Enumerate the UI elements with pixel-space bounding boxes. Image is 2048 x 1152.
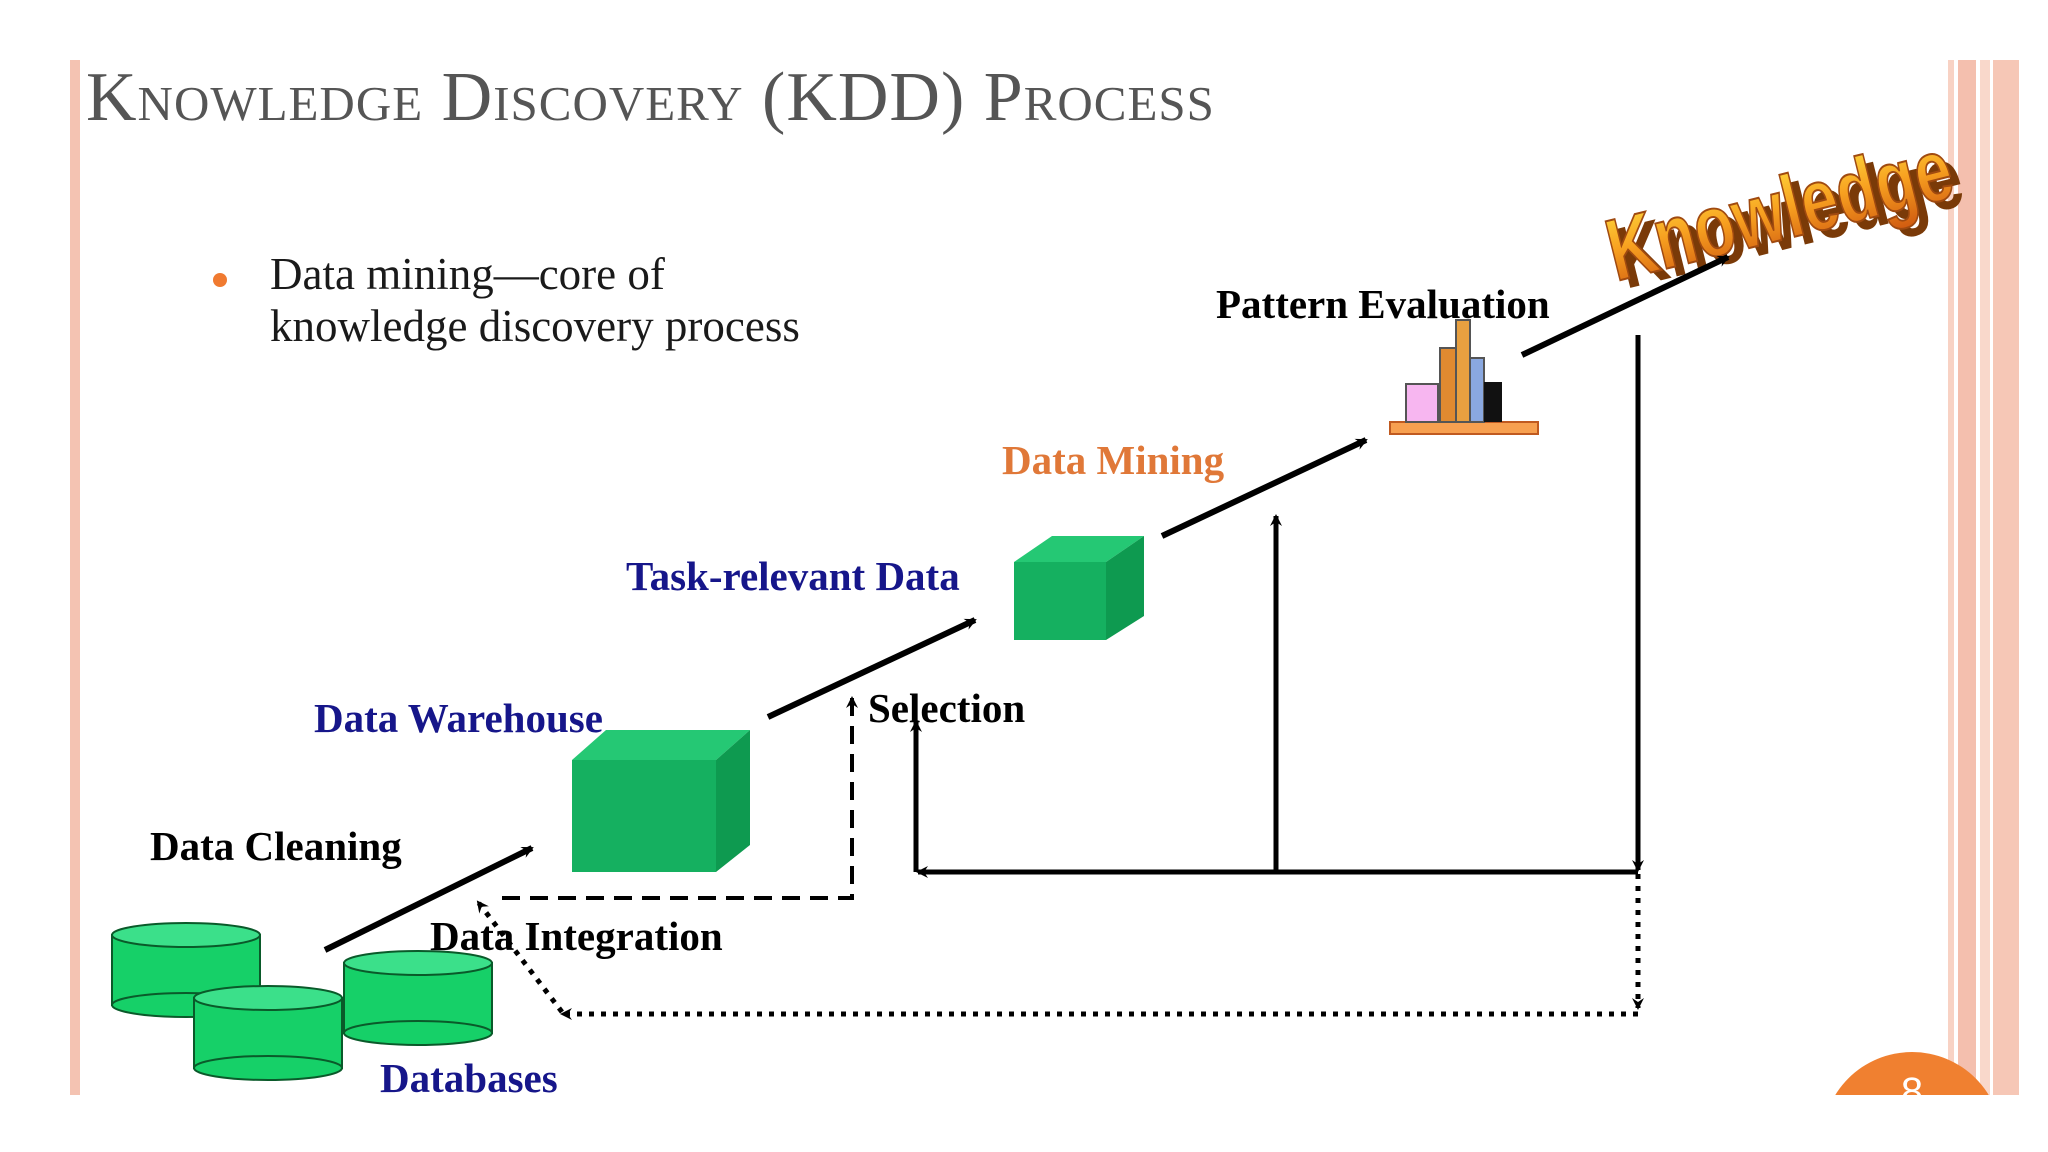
right-border-stripe-2 [1958, 60, 1976, 1095]
task-relevant-data-label: Task-relevant Data [626, 553, 960, 599]
knowledge-logo: Knowledge Knowledge [1596, 117, 1973, 307]
left-border-line [70, 60, 80, 1095]
arrow-pattern-to-knowledge [1520, 254, 1730, 358]
bullet-line-1: Data mining—core of [270, 249, 665, 299]
bottom-whitespace-right [1815, 1095, 2048, 1152]
data-warehouse-label: Data Warehouse [314, 695, 603, 741]
feedback-lines [910, 335, 1644, 878]
database-cylinder-3 [193, 985, 343, 1081]
bullet-line-2: knowledge discovery process [270, 301, 800, 351]
slide-title: Knowledge Discovery (KDD) Process [86, 59, 1215, 136]
databases-icon [111, 922, 493, 1081]
data-mining-label: Data Mining [1002, 437, 1225, 483]
right-border-stripe-4 [1993, 60, 2019, 1095]
task-relevant-data-cube-icon [1014, 536, 1144, 640]
right-border-stripe-1 [1948, 60, 1954, 1095]
bottom-whitespace [0, 1095, 1815, 1152]
pattern-evaluation-label: Pattern Evaluation [1216, 281, 1550, 327]
svg-text:Knowledge: Knowledge [1597, 118, 1962, 299]
database-cylinder-1 [111, 922, 261, 1018]
data-warehouse-cube-icon [572, 730, 750, 872]
databases-label: Databases [380, 1055, 558, 1101]
integration-dashed-line [502, 696, 858, 900]
right-border-stripe-3 [1980, 60, 1990, 1095]
bar-chart-icon [1389, 319, 1539, 435]
database-cylinder-2 [343, 950, 493, 1046]
bullet-icon [213, 273, 227, 287]
bullet-text: Data mining—core of knowledge discovery … [270, 248, 800, 352]
flow-arrows [323, 254, 1730, 953]
arrow-task-data-to-mining [1160, 437, 1368, 539]
selection-label: Selection [868, 685, 1026, 731]
dotted-feedback-line [476, 874, 1644, 1020]
arrow-databases-to-warehouse [323, 845, 534, 953]
data-integration-label: Data Integration [430, 913, 723, 959]
arrow-warehouse-to-task-data [766, 617, 977, 720]
data-cleaning-label: Data Cleaning [150, 823, 402, 869]
